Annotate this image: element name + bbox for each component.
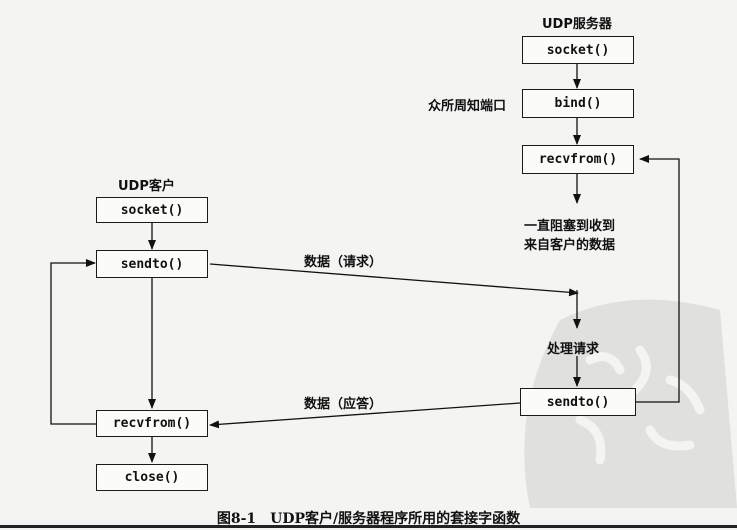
arrow-data-reply (209, 402, 521, 429)
bottom-rule (0, 525, 737, 528)
client-close-box: close() (96, 464, 208, 491)
server-socket-box: socket() (522, 36, 634, 64)
client-sendto-box: sendto() (96, 250, 208, 278)
client-title: UDP客户 (118, 179, 175, 194)
server-recvfrom-box: recvfrom() (522, 145, 634, 174)
server-bind-box: bind() (522, 89, 634, 118)
server-process-label: 处理请求 (547, 342, 600, 357)
client-recvfrom-box: recvfrom() (96, 410, 208, 437)
data-reply-label: 数据（应答） (304, 397, 383, 412)
server-bind-note: 众所周知端口 (428, 99, 507, 114)
server-title: UDP服务器 (542, 17, 612, 32)
figure-caption: 图8-1 UDP客户/服务器程序所用的套接字函数 (216, 511, 521, 527)
arrow-server-loop (636, 155, 680, 403)
server-sendto-box: sendto() (520, 388, 636, 416)
server-block-line2: 来自客户的数据 (524, 238, 616, 253)
client-socket-box: socket() (96, 197, 208, 223)
data-request-label: 数据（请求） (304, 255, 383, 270)
server-block-line1: 一直阻塞到收到 (524, 219, 616, 234)
arrow-data-request (209, 263, 579, 297)
arrow-client-loop (50, 259, 96, 425)
